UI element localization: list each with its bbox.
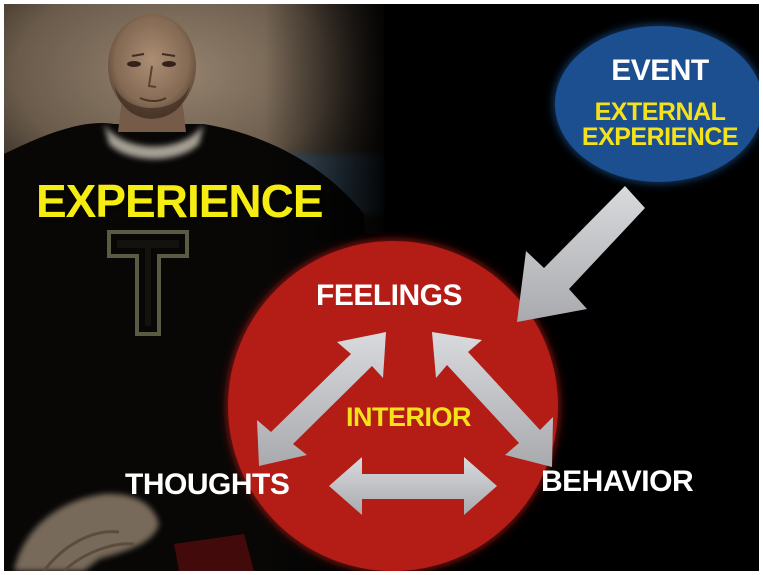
slide-canvas: EXPERIENCE EVENT EXTERNAL EXPERIENCE FEE… — [4, 4, 759, 571]
event-heading: EVENT — [611, 54, 709, 87]
external-experience-label: EXTERNAL EXPERIENCE — [560, 100, 759, 150]
behavior-label: BEHAVIOR — [541, 465, 694, 498]
feelings-label: FEELINGS — [316, 279, 463, 312]
experience-line: EXPERIENCE — [581, 123, 739, 151]
external-line: EXTERNAL — [594, 98, 726, 126]
event-circle — [555, 26, 759, 182]
event-to-interior-arrow — [517, 186, 645, 322]
diagram-layer — [228, 26, 759, 571]
portrait-hand — [14, 493, 159, 571]
interior-label: INTERIOR — [346, 402, 472, 432]
portrait-cross — [107, 230, 189, 336]
experience-title: EXPERIENCE — [36, 175, 324, 227]
thoughts-behavior-arrow — [329, 457, 497, 515]
feelings-behavior-arrow — [432, 332, 553, 467]
thoughts-feelings-arrow — [257, 332, 386, 466]
thoughts-label: THOUGHTS — [125, 468, 290, 501]
